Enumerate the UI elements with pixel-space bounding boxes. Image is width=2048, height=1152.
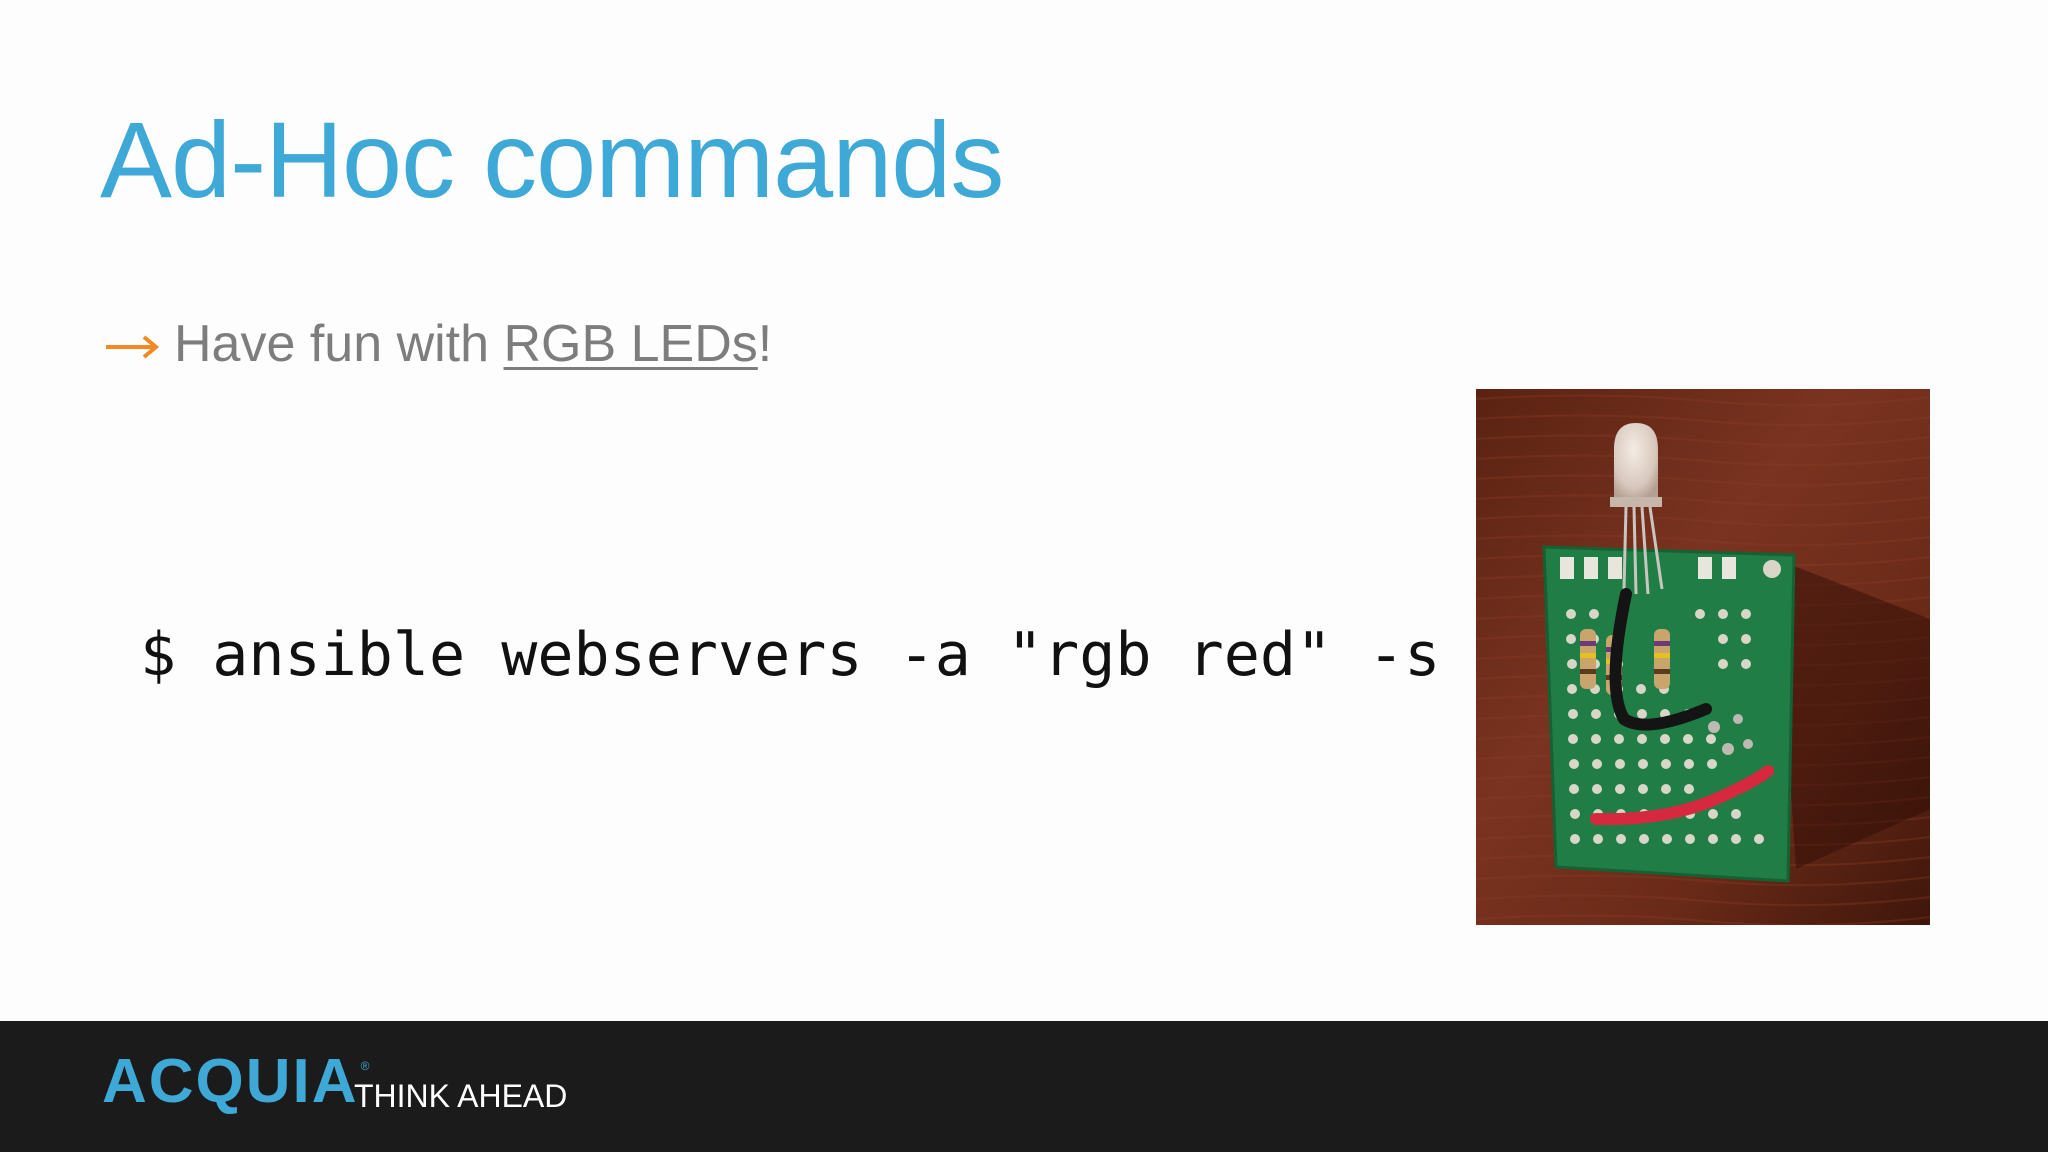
registered-mark: ®	[360, 1059, 370, 1073]
footer-bar	[0, 1021, 2048, 1152]
logo-wordmark: ACQUIA	[102, 1047, 359, 1116]
slide-title: Ad-Hoc commands	[100, 99, 1004, 220]
bullet-suffix: !	[757, 315, 773, 373]
footer-tagline: THINK AHEAD	[354, 1078, 568, 1114]
right-arrow-icon	[104, 324, 164, 364]
rgb-led-circuit-board-photo	[1476, 389, 1930, 925]
ansible-command: $ ansible webservers -a "rgb red" -s	[140, 620, 1441, 690]
bullet-prefix: Have fun with	[174, 315, 504, 373]
bullet-item: Have fun with RGB LEDs !	[104, 318, 772, 370]
acquia-logo: ACQUIA ®	[102, 1047, 370, 1116]
rgb-leds-link[interactable]: RGB LEDs	[503, 315, 758, 373]
